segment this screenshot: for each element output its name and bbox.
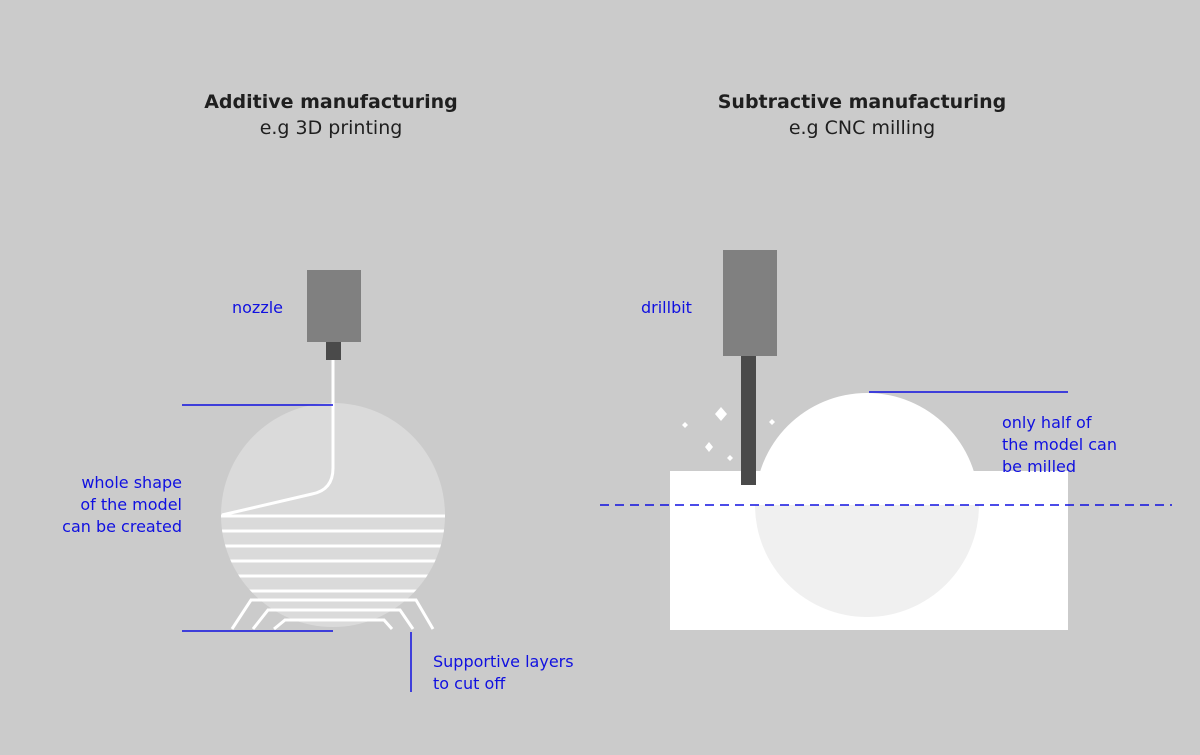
drill-spindle xyxy=(723,250,777,356)
milling-chips xyxy=(682,407,775,461)
additive-illustration xyxy=(182,270,445,692)
half-model-label: only half of the model can be milled xyxy=(1002,413,1117,476)
nozzle-body xyxy=(307,270,361,342)
filament-path xyxy=(221,360,335,517)
nozzle-label: nozzle xyxy=(232,298,284,317)
subtractive-annotations xyxy=(600,391,1172,506)
supportive-layers xyxy=(230,598,435,631)
unmillable-half-model xyxy=(755,505,979,617)
subtractive-title: Subtractive manufacturing xyxy=(717,91,1007,113)
additive-title-block: Additive manufacturing e.g 3D printing xyxy=(131,89,531,141)
subtractive-illustration xyxy=(600,250,1172,630)
supportive-layers-label: Supportive layers to cut off xyxy=(433,652,574,693)
additive-subtitle: e.g 3D printing xyxy=(259,117,403,139)
drillbit-shaft xyxy=(741,356,756,485)
additive-title: Additive manufacturing xyxy=(204,91,458,113)
milled-half-model xyxy=(755,393,979,505)
drillbit-label: drillbit xyxy=(641,298,692,317)
nozzle-tip xyxy=(326,342,341,360)
subtractive-title-block: Subtractive manufacturing e.g CNC millin… xyxy=(662,89,1062,141)
whole-shape-label: whole shape of the model can be created xyxy=(62,473,182,536)
subtractive-subtitle: e.g CNC milling xyxy=(788,117,936,139)
additive-annotations xyxy=(182,404,412,692)
